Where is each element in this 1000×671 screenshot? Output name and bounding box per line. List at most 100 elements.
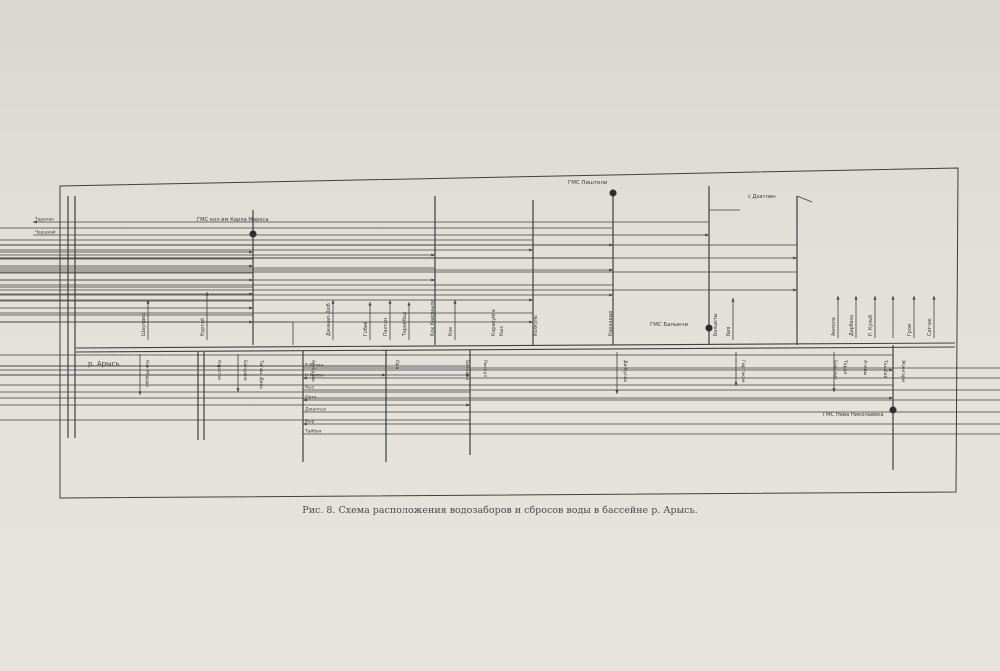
bottom-label: Кок Марды: [144, 360, 150, 387]
arrow-head: [529, 298, 533, 302]
arrow-head: [932, 296, 936, 300]
gauging-station: [889, 406, 897, 414]
arrow-head: [734, 382, 738, 386]
arrow-head: [407, 302, 411, 306]
branch-label: Тарачан: [34, 217, 54, 223]
arrow-head: [303, 398, 307, 402]
station-label: ГМС Нова Николаевка: [823, 412, 884, 418]
station-label: ГМС Балыкчи: [650, 322, 689, 328]
arrow-head: [873, 296, 877, 300]
river-line-top: [75, 342, 956, 349]
arrow-head: [912, 296, 916, 300]
branch-label: Джангыз: [305, 407, 327, 413]
arrow-head: [236, 388, 240, 392]
top-label: Сатчак: [927, 318, 933, 336]
gauging-station: [609, 189, 617, 197]
arrow-head: [431, 278, 435, 282]
arrow-head: [331, 300, 335, 304]
arrow-head: [529, 248, 533, 252]
bottom-label: Ора: [394, 360, 400, 370]
main-river-axis: [67, 196, 956, 438]
arrow-head: [836, 296, 840, 300]
bottom-label: Биткиан: [464, 360, 470, 380]
arrow-head: [431, 253, 435, 257]
arrow-head: [615, 390, 619, 394]
arrow-head: [466, 373, 470, 377]
top-label: Каракуйга: [490, 309, 497, 336]
arrow-head: [891, 296, 895, 300]
arrow-head: [303, 376, 307, 380]
diagram-frame: [59, 167, 959, 499]
top-label: Тарайбад: [401, 311, 408, 337]
bottom-label: Ак-Булак: [310, 360, 316, 382]
station-label: ГМС кол им Карла Маркса: [197, 217, 269, 223]
branch-label: Орта: [305, 395, 317, 401]
arrow-head: [388, 300, 392, 304]
labels-layer: р. АрысьДжамелыБалаКолимбайНограАмбарКуз…: [34, 180, 933, 435]
arrow-head: [889, 396, 893, 400]
arrow-head: [529, 320, 533, 324]
outer-frame: [59, 167, 959, 499]
arrow-head: [609, 268, 613, 272]
top-label: Кохкуль: [533, 315, 539, 336]
figure-caption: Рис. 8. Схема расположения водозаборов и…: [302, 505, 698, 516]
bottom-label: Тордя: [842, 359, 848, 375]
station-label: с Дзатлин: [748, 194, 776, 200]
arrow-head: [793, 288, 797, 292]
arrow-head: [466, 403, 470, 407]
arrow-head: [249, 264, 253, 268]
tributaries: [0, 186, 1000, 470]
arrow-head: [249, 250, 253, 254]
top-label: Кыз: [499, 326, 505, 336]
river-line-bottom: [75, 346, 956, 353]
arrow-head: [303, 422, 307, 426]
bottom-label: Каратое: [216, 360, 222, 380]
top-label: Акмола: [831, 317, 837, 336]
arrow-head: [33, 220, 37, 224]
top-label: Балыкты: [713, 313, 719, 336]
top-label: Джанап-Дюб: [326, 303, 332, 336]
bottom-label: Ачоны: [862, 360, 868, 376]
connector: [796, 195, 813, 203]
bottom-label: Балдана: [242, 360, 248, 381]
arrow-head: [854, 296, 858, 300]
arrow-head: [731, 298, 735, 302]
station-label: ГМС Пиштели: [568, 180, 608, 186]
branch-label: Чаушкай: [35, 229, 56, 236]
gauging-station: [249, 230, 257, 238]
branch-label: Кыр: [305, 419, 315, 425]
arrow-head: [889, 368, 893, 372]
top-label: Кок: [448, 327, 454, 336]
top-label: Гром: [907, 323, 913, 336]
arrow-head: [249, 306, 253, 310]
top-label: Куртай: [199, 318, 206, 336]
bottom-label: Рыскул: [482, 360, 488, 377]
gauging-station: [705, 324, 713, 332]
top-label: Гобий: [362, 321, 369, 336]
branch-label: Кыз: [305, 385, 315, 391]
bottom-label: Жангари: [900, 360, 906, 382]
top-label: Бия: [726, 327, 732, 336]
arrow-head: [705, 233, 709, 237]
arrow-head: [146, 300, 150, 304]
top-label: Шаулдер: [141, 313, 147, 336]
top-label: Караадыр: [608, 311, 614, 336]
top-label: Дарбаза: [849, 315, 855, 336]
top-label: Кок Кайрныли: [429, 300, 436, 336]
river-name: р. Арысь: [88, 360, 120, 368]
bottom-label: Ди-булак: [622, 360, 628, 383]
branch-label: Н Кулан: [305, 373, 324, 379]
bottom-label: Ташбай: [882, 359, 889, 378]
arrow-head: [793, 256, 797, 260]
branch-label: Тайбая: [304, 428, 322, 435]
bottom-label: Гиртакае: [740, 360, 746, 383]
top-label: Р. Кульб: [868, 315, 874, 336]
branch-label: В Кулан: [305, 363, 324, 369]
arrow-head: [368, 302, 372, 306]
bottom-label: Байсеит: [832, 360, 839, 380]
bottom-label: Тигиш Диль: [258, 359, 264, 389]
arrow-head: [453, 300, 457, 304]
arrow-head: [609, 293, 613, 297]
